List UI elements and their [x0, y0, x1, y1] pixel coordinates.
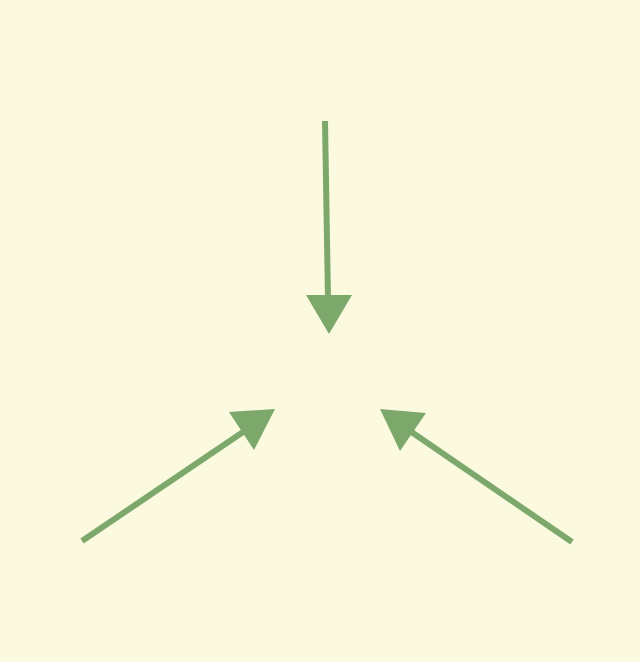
arrow-up-left-icon [380, 409, 426, 451]
arrow-up-right-icon [229, 409, 275, 450]
arrow-top-shaft [322, 120, 331, 301]
arrow-top [306, 120, 352, 334]
arrow-bottom-right [380, 409, 574, 545]
arrow-bottom-right-shaft [408, 428, 574, 545]
arrow-down-icon [306, 295, 352, 334]
arrow-bottom-left-shaft [80, 427, 248, 544]
arrow-bottom-left [80, 409, 275, 544]
